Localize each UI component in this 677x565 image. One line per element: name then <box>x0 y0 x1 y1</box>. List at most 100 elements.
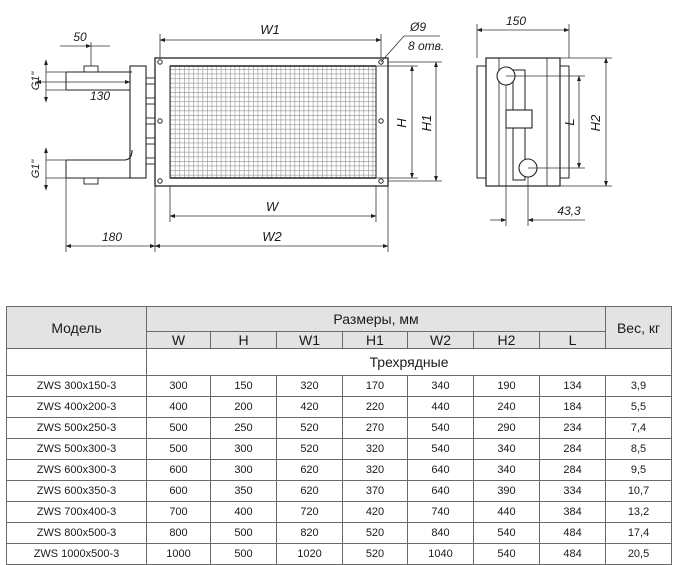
size-cell: 320 <box>276 375 343 397</box>
header-col: W <box>146 331 211 349</box>
side-view <box>476 57 570 187</box>
size-cell: 420 <box>276 396 343 418</box>
size-cell: 540 <box>473 543 540 565</box>
size-cell: 440 <box>407 396 474 418</box>
collector <box>129 65 147 179</box>
size-cell: 300 <box>210 438 277 460</box>
size-cell: 484 <box>538 543 607 565</box>
dim-43-label: 43,3 <box>557 204 581 218</box>
dim-w-label: W <box>266 199 280 214</box>
size-cell: 390 <box>473 480 540 502</box>
size-cell: 500 <box>210 522 277 544</box>
size-cell: 340 <box>407 375 474 397</box>
group-label: Трехрядные <box>145 348 673 376</box>
size-cell: 520 <box>276 417 343 439</box>
size-cell: 370 <box>342 480 408 502</box>
header-col: W1 <box>276 331 343 349</box>
model-cell: ZWS 500x300-3 <box>6 438 147 460</box>
size-cell: 700 <box>146 501 211 523</box>
header-sizes: Размеры, мм <box>145 306 607 332</box>
size-cell: 340 <box>473 459 540 481</box>
weight-cell: 5,5 <box>605 396 673 418</box>
dim-180-label: 180 <box>102 230 122 244</box>
size-cell: 600 <box>146 480 211 502</box>
size-cell: 820 <box>276 522 343 544</box>
header-col: H <box>210 331 277 349</box>
header-col: W2 <box>407 331 474 349</box>
front-view <box>65 57 389 187</box>
size-cell: 284 <box>538 438 607 460</box>
weight-cell: 9,5 <box>605 459 673 481</box>
size-cell: 350 <box>210 480 277 502</box>
dim-holes-count-label: 8 отв. <box>408 39 444 53</box>
dim-150-label: 150 <box>506 14 526 28</box>
size-cell: 600 <box>146 459 211 481</box>
model-cell: ZWS 400x200-3 <box>6 396 147 418</box>
size-cell: 150 <box>210 375 277 397</box>
model-cell: ZWS 800x500-3 <box>6 522 147 544</box>
dim-130-label: 130 <box>90 89 110 103</box>
dim-g1-top-label: G1" <box>30 71 42 91</box>
size-cell: 740 <box>407 501 474 523</box>
size-cell: 250 <box>210 417 277 439</box>
size-cell: 320 <box>342 438 408 460</box>
size-cell: 320 <box>342 459 408 481</box>
size-cell: 270 <box>342 417 408 439</box>
size-cell: 500 <box>146 417 211 439</box>
dim-w1-label: W1 <box>260 22 280 37</box>
size-cell: 290 <box>473 417 540 439</box>
header-col: L <box>538 331 607 349</box>
model-cell: ZWS 300x150-3 <box>6 375 147 397</box>
size-cell: 640 <box>407 459 474 481</box>
size-cell: 134 <box>538 375 607 397</box>
mount-hole <box>157 178 163 184</box>
size-cell: 200 <box>210 396 277 418</box>
size-cell: 440 <box>473 501 540 523</box>
weight-cell: 10,7 <box>605 480 673 502</box>
header-weight: Вес, кг <box>605 306 673 349</box>
fin-grid <box>169 65 377 179</box>
model-cell: ZWS 600x350-3 <box>6 480 147 502</box>
size-cell: 520 <box>342 543 408 565</box>
dim-w2-label: W2 <box>262 229 282 244</box>
weight-cell: 13,2 <box>605 501 673 523</box>
size-cell: 284 <box>538 459 607 481</box>
dim-l-label: L <box>562 118 577 125</box>
size-cell: 800 <box>146 522 211 544</box>
mount-hole <box>157 59 163 65</box>
mount-hole <box>378 59 384 65</box>
size-cell: 384 <box>538 501 607 523</box>
model-cell: ZWS 500x250-3 <box>6 417 147 439</box>
technical-drawing: W1 Ø9 8 отв. 50 130 G1" G1" H H1 W W2 18… <box>30 14 612 252</box>
size-cell: 234 <box>538 417 607 439</box>
size-cell: 500 <box>210 543 277 565</box>
size-cell: 340 <box>473 438 540 460</box>
size-cell: 220 <box>342 396 408 418</box>
size-cell: 640 <box>407 480 474 502</box>
dim-h2-label: H2 <box>588 114 603 131</box>
size-cell: 540 <box>407 438 474 460</box>
size-cell: 300 <box>146 375 211 397</box>
size-cell: 1020 <box>276 543 343 565</box>
weight-cell: 3,9 <box>605 375 673 397</box>
header-model: Модель <box>6 306 147 349</box>
size-cell: 420 <box>342 501 408 523</box>
model-cell: ZWS 700x400-3 <box>6 501 147 523</box>
dim-h-label: H <box>394 118 409 128</box>
size-cell: 334 <box>538 480 607 502</box>
size-cell: 540 <box>473 522 540 544</box>
size-cell: 540 <box>407 417 474 439</box>
size-cell: 400 <box>146 396 211 418</box>
dim-g1-bottom-label: G1" <box>30 159 42 179</box>
pipe-bottom <box>66 149 133 179</box>
size-cell: 1040 <box>407 543 474 565</box>
size-cell: 484 <box>538 522 607 544</box>
model-cell: ZWS 1000x500-3 <box>6 543 147 565</box>
size-cell: 620 <box>276 459 343 481</box>
